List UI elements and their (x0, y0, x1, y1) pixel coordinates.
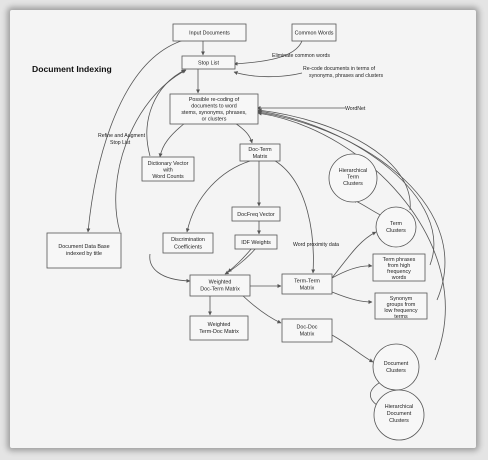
svg-text:Possible re-coding of: Possible re-coding of (189, 97, 240, 103)
edge-docdoc-to-docclusters (331, 334, 374, 363)
annotation-refine-line-2: Stop List (110, 140, 131, 146)
svg-text:Hierarchical: Hierarchical (339, 168, 367, 174)
svg-text:Clusters: Clusters (343, 181, 363, 187)
svg-text:Matrix: Matrix (300, 286, 315, 292)
diagram-frame: Document Indexing Eliminate common words… (10, 10, 476, 448)
edge-discrimination-to-weighted (149, 253, 191, 283)
svg-text:Term-Doc Matrix: Term-Doc Matrix (199, 329, 239, 335)
annotation-recode-line-2: synonyms, phrases and clusters (309, 73, 384, 79)
svg-text:terms: terms (394, 314, 408, 320)
edge-docterm-to-termterm (271, 158, 316, 274)
document-indexing-diagram: Document Indexing Eliminate common words… (32, 23, 446, 441)
edge-recode-to-stoplist (233, 71, 303, 78)
node-document-database: Document Data Base indexed by title (46, 232, 122, 269)
node-document-clusters: Document Clusters (372, 343, 420, 391)
svg-text:Input Documents: Input Documents (189, 31, 230, 37)
node-docfreq-vector: DocFreq Vector (231, 206, 281, 222)
edge-termterm-to-termclusters (331, 231, 377, 279)
node-hierarchical-document-clusters: Hierarchical Document Clusters (373, 389, 425, 441)
svg-text:words: words (391, 275, 407, 281)
node-stop-list: Stop List (181, 55, 236, 70)
svg-text:Matrix: Matrix (253, 154, 268, 160)
edge-termphrases-to-recoding (257, 109, 435, 266)
edge-recoding-to-dictionary (158, 122, 186, 158)
node-idf-weights: IDF Weights (234, 234, 278, 250)
svg-text:Clusters: Clusters (389, 418, 409, 424)
node-recoding: Possible re-coding of documents to word … (169, 93, 259, 125)
node-term-phrases: Term phrases from high frequency words (372, 253, 426, 282)
svg-text:frequency: frequency (387, 269, 411, 275)
svg-text:IDF Weights: IDF Weights (241, 240, 271, 246)
svg-text:Word Counts: Word Counts (152, 174, 184, 180)
node-discrimination-coefficients: Discrimination Coefficients (162, 232, 214, 254)
edge-synonyms-to-recoding (257, 110, 446, 301)
edge-docclusters-to-recoding (257, 111, 446, 361)
svg-text:Matrix: Matrix (300, 332, 315, 338)
svg-text:Clusters: Clusters (386, 368, 406, 374)
svg-text:documents to word: documents to word (191, 104, 237, 110)
edge-word-proximity (224, 247, 257, 275)
svg-text:from high: from high (388, 263, 410, 269)
node-term-clusters: Term Clusters (375, 206, 417, 248)
svg-text:Hierarchical: Hierarchical (385, 404, 413, 410)
svg-text:Common Words: Common Words (295, 31, 334, 37)
edge-termterm-to-synonyms (331, 291, 373, 304)
node-synonym-groups: Synonym groups from low frequency terms (374, 292, 428, 320)
svg-text:with: with (162, 168, 173, 174)
edge-docterm-to-discrimination (185, 160, 251, 233)
annotation-wordnet: WordNet (345, 106, 366, 112)
edge-input-to-database (86, 39, 185, 233)
svg-text:Document: Document (384, 361, 409, 367)
svg-text:Doc-Term: Doc-Term (248, 147, 272, 153)
svg-text:Synonym: Synonym (390, 296, 413, 302)
edge-termclusters-to-recoding (257, 108, 411, 211)
node-doc-term-matrix: Doc-Term Matrix (239, 143, 281, 162)
svg-text:Term-Term: Term-Term (294, 279, 320, 285)
edge-weighted-to-docdoc (241, 294, 282, 324)
node-weighted-doc-term: Weighted Doc-Term Matrix (189, 274, 251, 297)
svg-text:Doc-Term Matrix: Doc-Term Matrix (200, 287, 240, 293)
annotation-eliminate-common-words: Eliminate common words (272, 53, 330, 59)
svg-text:Doc-Doc: Doc-Doc (297, 325, 318, 331)
svg-text:Document: Document (387, 411, 412, 417)
svg-text:Document Data Base: Document Data Base (58, 244, 109, 250)
svg-text:Term phrases: Term phrases (383, 257, 416, 263)
annotation-recode-line-1: Re-code documents in terms of (303, 66, 376, 72)
edge-idf-to-weighted (227, 247, 253, 273)
annotation-refine-line-1: Refine and Augment (98, 133, 146, 139)
svg-text:DocFreq Vector: DocFreq Vector (237, 212, 275, 218)
svg-text:or clusters: or clusters (202, 117, 227, 123)
node-common-words: Common Words (291, 23, 337, 42)
svg-text:Weighted: Weighted (208, 322, 231, 328)
edge-recoding-to-docterm (234, 122, 254, 144)
edge-refine-to-stoplist (115, 69, 187, 233)
edge-dictionary-to-stoplist (146, 69, 186, 157)
svg-text:Coefficients: Coefficients (174, 245, 202, 251)
node-input-documents: Input Documents (172, 23, 247, 42)
svg-text:indexed by title: indexed by title (66, 251, 102, 257)
edge-common-to-stoplist (233, 40, 303, 66)
svg-text:Stop List: Stop List (198, 61, 219, 67)
svg-text:Term: Term (347, 175, 359, 181)
node-doc-doc-matrix: Doc-Doc Matrix (281, 318, 333, 343)
svg-text:groups from: groups from (387, 302, 416, 308)
svg-text:low frequency: low frequency (384, 308, 418, 314)
page-title: Document Indexing (32, 64, 112, 74)
svg-text:Term: Term (390, 221, 402, 227)
node-term-term-matrix: Term-Term Matrix (281, 273, 333, 295)
node-hierarchical-term-clusters: Hierarchical Term Clusters (328, 153, 378, 203)
svg-text:Clusters: Clusters (386, 228, 406, 234)
svg-text:Discrimination: Discrimination (171, 237, 205, 243)
edge-termterm-to-termphrases (331, 263, 373, 279)
svg-text:stems, synonyms, phrases,: stems, synonyms, phrases, (181, 110, 247, 116)
svg-text:Dictionary Vector: Dictionary Vector (148, 161, 189, 167)
node-dictionary-vector: Dictionary Vector with Word Counts (141, 156, 195, 182)
svg-text:Weighted: Weighted (209, 280, 232, 286)
annotation-word-proximity: Word proximity data (293, 242, 339, 248)
node-weighted-term-doc: Weighted Term-Doc Matrix (189, 315, 249, 341)
